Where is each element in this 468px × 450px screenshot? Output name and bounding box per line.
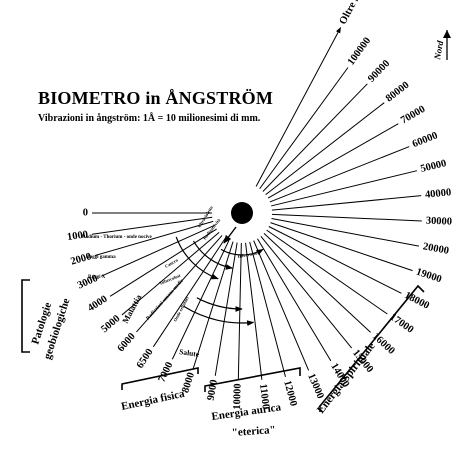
- scale-label: 16000: [370, 331, 397, 357]
- scale-ray: [262, 83, 368, 192]
- inner-arcs: [175, 226, 264, 326]
- scale-ray: [257, 238, 332, 362]
- scale-label: 30000: [426, 216, 453, 228]
- north-indicator: Nord: [432, 30, 451, 61]
- scale-ray: [268, 226, 402, 294]
- scale-label: 1000: [66, 229, 88, 243]
- scale-ray: [109, 228, 217, 297]
- scale-label: 50000: [419, 158, 447, 175]
- scale-label: 11000: [257, 383, 271, 410]
- scale-label: 20000: [422, 241, 450, 257]
- scale-label: 0: [83, 207, 88, 218]
- pointer-arrow: [223, 226, 237, 244]
- scale-label: 10000: [232, 383, 244, 409]
- scale-label: 90000: [366, 58, 392, 85]
- scale-label: 60000: [411, 130, 439, 150]
- scale-ray: [152, 237, 226, 348]
- scale-label: 9000: [206, 379, 220, 402]
- scale-label: 6500: [135, 347, 156, 371]
- scale-ray: [192, 241, 234, 370]
- small-label-infrarosso: Infrarosso: [237, 250, 258, 259]
- scale-ray: [271, 218, 420, 247]
- zone-energia-aurica: Energia aurica: [211, 401, 282, 423]
- scale-ray: [136, 235, 223, 333]
- scale-ray: [245, 242, 263, 380]
- inner-label-x: Raggi X: [88, 275, 106, 280]
- scale-ray: [121, 232, 220, 316]
- scale-label: 70000: [399, 104, 427, 127]
- scale-rays: [91, 27, 422, 380]
- inner-label-radium: Radium - Thorium - onde nocive: [82, 235, 153, 240]
- diagram-title: BIOMETRO in ÅNGSTRÖM: [38, 88, 274, 108]
- inner-arc: [175, 236, 219, 280]
- inner-label-gamma: Raggi gamma: [86, 255, 116, 260]
- pendulum-ball: [231, 202, 253, 224]
- zone-energia-fisica: Energia fisica: [120, 388, 186, 413]
- scale-ray: [269, 146, 410, 203]
- small-label-cancro: Cancro: [164, 257, 179, 269]
- scale-ray: [91, 216, 213, 235]
- scale-ray: [270, 222, 413, 272]
- scale-label: 17000: [388, 312, 416, 336]
- inner-label-malattia: Malattia: [120, 292, 144, 325]
- north-label: Nord: [432, 39, 445, 61]
- scale-ray: [253, 240, 310, 371]
- scale-label: 7000: [157, 360, 176, 384]
- inner-arc: [192, 240, 234, 270]
- inner-arc: [196, 297, 243, 312]
- scale-ray: [249, 241, 286, 377]
- diagram-subtitle: Vibrazioni in ångström: 1Å = 10 miliones…: [38, 113, 261, 124]
- zone-energia-spirituale: Energia Spirituale: [315, 340, 378, 416]
- scale-ray: [100, 224, 215, 277]
- scale-label: 80000: [384, 80, 411, 105]
- scale-ray: [255, 27, 342, 187]
- scale-ray: [259, 67, 349, 190]
- scale-ray: [265, 102, 385, 196]
- zone-brackets: [21, 279, 425, 412]
- scale-ray: [94, 220, 214, 256]
- inner-label-salute: Salute: [179, 347, 201, 359]
- scale-ray: [271, 170, 418, 207]
- scale-label: 6000: [116, 331, 138, 354]
- scale-label: 4000: [86, 294, 110, 315]
- scale-ray: [266, 229, 388, 315]
- scale-ray: [271, 195, 422, 211]
- scale-label: Oltre la scala: [338, 0, 376, 27]
- scale-label: 100000: [346, 36, 373, 68]
- scale-ray: [263, 233, 371, 333]
- scale-ray: [237, 242, 242, 380]
- scale-label: 13000: [305, 372, 325, 400]
- scale-ray: [214, 242, 238, 376]
- scale-ray: [267, 123, 399, 199]
- scale-label: 40000: [425, 187, 452, 200]
- scale-label: 5000: [99, 313, 122, 335]
- inner-arc: [183, 305, 255, 326]
- inner-arc: [220, 248, 264, 256]
- scale-ray: [271, 213, 422, 222]
- scale-ray: [260, 235, 353, 349]
- scale-label: 12000: [281, 379, 298, 407]
- scale-label: 19000: [415, 267, 443, 286]
- zone-energia-eterica: "eterica": [231, 424, 276, 439]
